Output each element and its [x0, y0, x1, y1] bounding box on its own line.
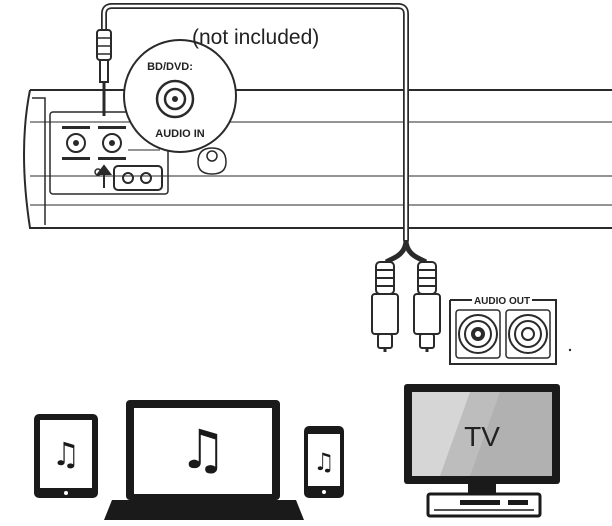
- music-note-icon: ♫: [313, 448, 335, 476]
- music-note-icon: ♫: [179, 418, 227, 481]
- laptop-device: ♫: [104, 400, 304, 520]
- arrow-up-icon: [96, 164, 112, 188]
- power-socket: [113, 165, 163, 191]
- audio-in-jack: [102, 133, 122, 153]
- audio-in-callout: BD/DVD: AUDIO IN: [123, 39, 237, 153]
- audio-out-jack-left-frame: [455, 309, 501, 359]
- rear-port-panel: [49, 111, 169, 195]
- phone-device: ♫: [304, 426, 344, 498]
- wall-mount-slot: [197, 147, 227, 175]
- audio-out-jack-right: [508, 314, 548, 354]
- mini-plug-body: [96, 29, 112, 61]
- audio-out-panel: AUDIO OUT: [449, 296, 572, 365]
- audio-out-label: AUDIO OUT: [474, 296, 530, 307]
- callout-label-bottom: AUDIO IN: [155, 128, 205, 140]
- tablet-device: ♫: [34, 414, 98, 498]
- soundbar: [23, 89, 612, 229]
- rear-port-jack: [66, 133, 86, 153]
- audio-out-jack-left: [458, 314, 498, 354]
- audio-out-jack-right-frame: [505, 309, 551, 359]
- rca-plug-right: [413, 261, 441, 352]
- music-note-icon: ♫: [52, 435, 81, 473]
- not-included-note: (not included): [192, 26, 319, 49]
- callout-label-top: BD/DVD:: [147, 61, 193, 73]
- tv-device: TV: [404, 384, 560, 518]
- audio-cable: [96, 3, 428, 265]
- rca-plug-left: [371, 261, 399, 352]
- tv-label: TV: [464, 421, 500, 452]
